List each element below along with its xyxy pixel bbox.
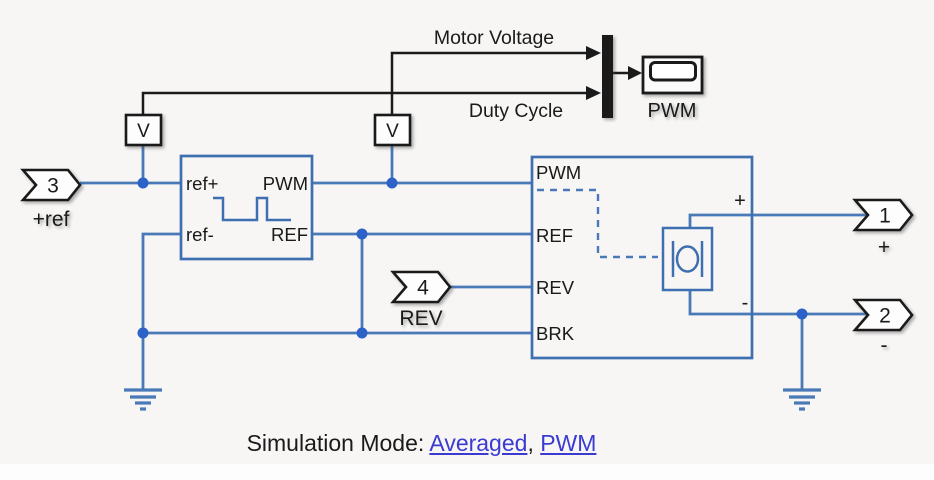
motor-minus-net: [688, 290, 867, 389]
h-bridge-output-minus-label: -: [742, 292, 749, 314]
arrowhead-icon: [628, 66, 642, 80]
inport-4-number: 4: [417, 277, 429, 300]
junction-dot: [356, 327, 368, 339]
outport-1-number: 1: [879, 205, 891, 228]
mux-to-scope-wire: [613, 66, 642, 80]
inport-4-label: REV: [399, 307, 442, 330]
pwm-generator-block[interactable]: ref+ PWM ref- REF: [179, 154, 314, 261]
h-bridge-block[interactable]: PWM REF REV BRK + -: [530, 155, 754, 360]
arrowhead-icon: [586, 46, 601, 60]
voltage-sensor-2-label: V: [386, 121, 399, 142]
ground-icon[interactable]: [124, 388, 162, 411]
junction-dot: [356, 228, 368, 240]
h-bridge-port-brk: BRK: [536, 323, 575, 344]
inport-3-number: 3: [47, 175, 59, 198]
voltage-sensor-2-block[interactable]: V: [373, 113, 412, 147]
outport-2-number: 2: [879, 305, 891, 328]
inport-4[interactable]: 4 REV: [390, 270, 452, 330]
outport-2[interactable]: 2 -: [852, 298, 914, 357]
motor-icon: [661, 226, 714, 292]
scope-screen-icon: [649, 61, 697, 82]
simulation-mode-annotation: Simulation Mode: Averaged, PWM: [0, 430, 843, 457]
scope-block[interactable]: PWM: [641, 55, 704, 122]
junction-dot: [137, 177, 149, 189]
outport-1-label: +: [878, 236, 890, 259]
ref-plus-net: [80, 145, 181, 185]
ref-net: [312, 232, 532, 333]
canvas-bottom-band: [0, 464, 934, 480]
voltage-sensor-1-block[interactable]: V: [124, 113, 163, 147]
inport-3-label: +ref: [33, 208, 70, 231]
junction-dot: [796, 308, 808, 320]
h-bridge-port-ref: REF: [536, 225, 573, 246]
pwm-generator-port-ref: REF: [271, 224, 308, 245]
brk-ground-net: [141, 331, 532, 389]
motor-plus-net: [688, 213, 867, 228]
h-bridge-port-rev: REV: [536, 277, 575, 298]
h-bridge-output-plus-label: +: [734, 190, 746, 212]
motor-voltage-label: Motor Voltage: [434, 27, 554, 49]
arrowhead-icon: [586, 86, 601, 100]
h-bridge-port-pwm: PWM: [536, 162, 581, 183]
ref-minus-net: [141, 232, 181, 333]
simulation-mode-prefix: Simulation Mode:: [246, 430, 430, 456]
scope-label: PWM: [648, 100, 697, 122]
pwm-generator-port-ref-minus: ref-: [186, 224, 214, 245]
pwm-net: [312, 145, 532, 185]
pwm-control-dashed-wire: [537, 188, 658, 259]
junction-dot: [386, 177, 398, 189]
duty-cycle-wire: [141, 86, 601, 114]
simulation-mode-separator: ,: [527, 430, 541, 456]
inport-3[interactable]: 3 +ref: [20, 168, 82, 231]
duty-cycle-label: Duty Cycle: [469, 100, 563, 122]
junction-dot: [137, 327, 149, 339]
ground-icon[interactable]: [783, 388, 821, 411]
simulation-mode-link-averaged[interactable]: Averaged: [429, 430, 528, 456]
mux-block[interactable]: [602, 35, 613, 118]
voltage-sensor-1-label: V: [137, 121, 150, 142]
simulation-mode-link-pwm[interactable]: PWM: [540, 430, 597, 456]
outport-2-label: -: [881, 334, 888, 357]
pwm-generator-port-ref-plus: ref+: [186, 173, 218, 194]
pwm-waveform-icon: [213, 196, 291, 222]
outport-1[interactable]: 1 +: [852, 198, 914, 259]
pwm-generator-port-pwm: PWM: [263, 173, 308, 194]
